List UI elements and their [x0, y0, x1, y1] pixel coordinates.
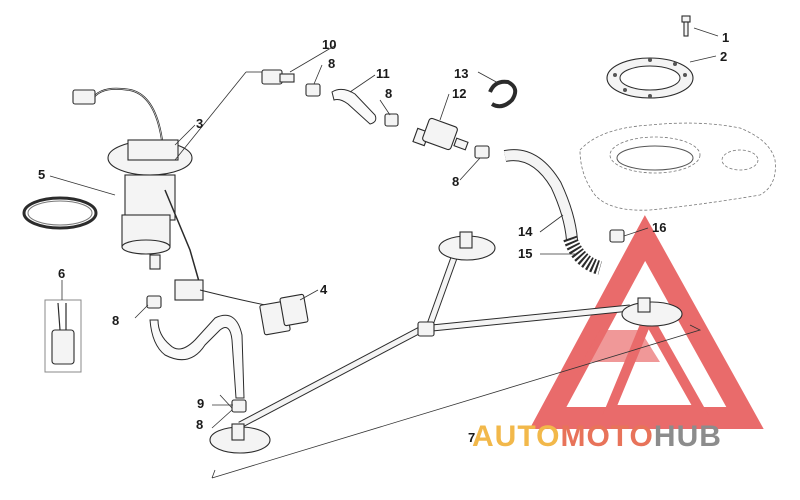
- electrical-connector-part: [259, 293, 309, 336]
- hose-clamp-part: [231, 399, 247, 413]
- hose-clamp-part: [384, 113, 399, 127]
- callout-8: 8: [328, 56, 335, 71]
- callout-12: 12: [452, 86, 466, 101]
- callout-3: 3: [196, 116, 203, 131]
- hose-clamp-part: [474, 145, 490, 159]
- hose-clamp-part: [305, 83, 321, 97]
- watermark-brand-hub: HUB: [653, 420, 722, 453]
- callout-10: 10: [322, 37, 336, 52]
- callout-8: 8: [112, 313, 119, 328]
- return-hose-part: [503, 149, 603, 275]
- hose-clamp-part: [609, 229, 625, 243]
- o-ring-part: [22, 196, 98, 230]
- short-hose-part: [331, 88, 377, 125]
- flange-ring-part: [606, 57, 694, 99]
- leader-lines: [49, 27, 719, 429]
- hose-clip-part: [488, 79, 518, 109]
- watermark-logo-triangle: [529, 215, 764, 429]
- callout-6: 6: [58, 266, 65, 281]
- callout-8: 8: [196, 417, 203, 432]
- callout-8: 8: [452, 174, 459, 189]
- quick-connector-part: [261, 69, 295, 85]
- callout-14: 14: [518, 224, 533, 239]
- vent-line-assembly: [209, 231, 683, 454]
- wiring-harness-part: [44, 299, 82, 373]
- watermark-brand-auto: AUTO: [472, 420, 561, 453]
- hose-clamp-part: [146, 295, 162, 309]
- callout-15: 15: [518, 246, 532, 261]
- callout-7: 7: [468, 430, 475, 445]
- screw-part: [681, 15, 691, 37]
- fuel-filter-part: [412, 117, 469, 151]
- callout-2: 2: [720, 49, 727, 64]
- callout-4: 4: [320, 282, 328, 297]
- callout-11: 11: [376, 66, 390, 81]
- assembly-bracket-line: [211, 324, 702, 479]
- callout-1: 1: [722, 30, 729, 45]
- watermark-brand-text: AUTOMOTOHUB: [472, 420, 722, 456]
- lower-hose-part: [149, 314, 245, 399]
- callout-8: 8: [385, 86, 392, 101]
- fuel-tank-outline: [579, 122, 776, 211]
- callout-13: 13: [454, 66, 468, 81]
- fuel-pump-assembly: [72, 87, 271, 307]
- callout-16: 16: [652, 220, 666, 235]
- callout-9: 9: [197, 396, 204, 411]
- watermark-brand-moto: MOTO: [560, 420, 654, 453]
- callout-5: 5: [38, 167, 45, 182]
- callout-numbers: 1 2 3 4 5 6 7 8 8 8 8 8 9 10 11 12 13 14…: [38, 30, 729, 445]
